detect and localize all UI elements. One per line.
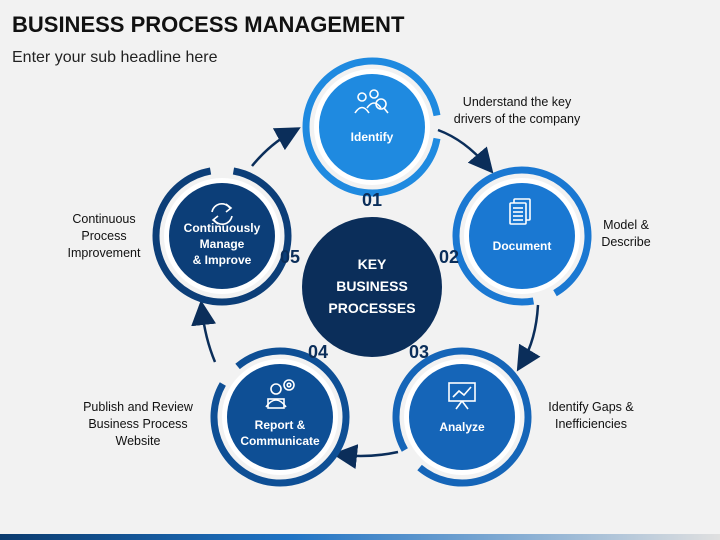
step-1-outer-ring — [302, 57, 441, 197]
presenter-icon — [265, 379, 295, 409]
center-line-1: KEY — [358, 256, 387, 272]
step-3-description-line-1: Identify Gaps & — [548, 400, 634, 414]
step-node-1: Identify 01 Understand the key drivers of t… — [302, 57, 581, 210]
step-3-label-line-1: Analyze — [439, 420, 485, 434]
step-3-outer-ring — [392, 347, 532, 487]
step-4-description-line-3: Website — [116, 434, 161, 448]
page-subtitle: Enter your sub headline here — [12, 49, 218, 66]
step-2-description-line-1: Model & — [603, 218, 650, 232]
center-circle — [302, 217, 442, 357]
step-2-outer-ring — [452, 166, 592, 306]
step-5-outer-ring — [152, 167, 292, 306]
footer-bar — [0, 534, 720, 540]
step-5-description-line-1: Continuous — [72, 212, 135, 226]
document-icon — [509, 198, 531, 225]
step-1-label-line-1: Identify — [351, 130, 394, 144]
step-1-description-line-1: Understand the key — [463, 95, 572, 109]
step-4-description-line-2: Business Process — [88, 417, 187, 431]
arrow-4-to-5 — [191, 300, 217, 363]
page-title: BUSINESS PROCESS MANAGEMENT — [12, 12, 405, 37]
step-4-outer-ring — [210, 347, 350, 487]
step-2-number: 02 — [439, 247, 459, 267]
step-3-circle — [409, 364, 515, 470]
step-1-description-line-2: drivers of the company — [454, 112, 581, 126]
step-3-description-line-2: Inefficiencies — [555, 417, 627, 431]
arrow-2-to-3 — [516, 304, 541, 372]
step-4-circle — [227, 364, 333, 470]
center-line-2: BUSINESS — [336, 278, 408, 294]
step-5-label-line-2: Manage — [200, 237, 245, 251]
step-1-circle — [319, 74, 425, 180]
step-5-label-line-3: & Improve — [193, 253, 252, 267]
refresh-icon — [211, 203, 233, 225]
arrow-3-to-4 — [332, 444, 399, 470]
step-2-description-line-2: Describe — [601, 235, 650, 249]
step-4-number: 04 — [308, 342, 328, 362]
step-5-description-line-3: Improvement — [68, 246, 141, 260]
step-4-description-line-1: Publish and Review — [83, 400, 194, 414]
step-1-number: 01 — [362, 190, 382, 210]
step-4-label-line-1: Report & — [255, 418, 306, 432]
chart-board-icon — [448, 382, 476, 410]
step-5-label-line-1: Continuously — [184, 221, 261, 235]
step-2-circle — [469, 183, 575, 289]
step-5-circle — [169, 183, 275, 289]
step-4-label-line-2: Communicate — [240, 434, 320, 448]
people-search-icon — [354, 89, 389, 114]
center-line-3: PROCESSES — [328, 300, 415, 316]
cycle-arrows — [191, 127, 541, 470]
step-3-number: 03 — [409, 342, 429, 362]
step-5-number: 05 — [280, 247, 300, 267]
step-5-description-line-2: Process — [81, 229, 126, 243]
arrow-1-to-2 — [437, 128, 494, 174]
step-2-label-line-1: Document — [493, 239, 552, 253]
arrow-5-to-1 — [251, 127, 301, 167]
steps-layer: Identify 01 Understand the key drivers of t… — [68, 57, 651, 487]
center-hub: KEY BUSINESS PROCESSES — [302, 217, 442, 357]
step-node-2: Document 02 Model & Describe — [439, 166, 651, 306]
